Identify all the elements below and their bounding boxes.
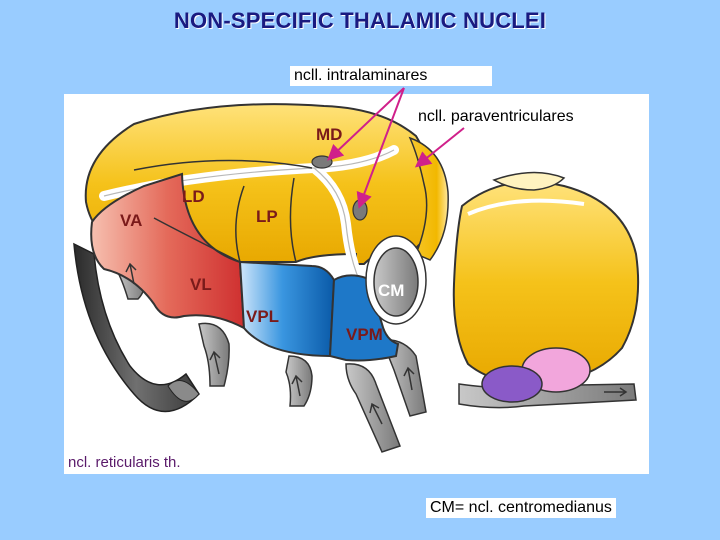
medial-geniculate-body <box>481 365 543 403</box>
fiber-stalk-vpm-left <box>345 363 401 453</box>
va-vl-boundary <box>153 217 241 263</box>
nucleus-label-lp: LP <box>256 207 278 226</box>
pulvinar-shape <box>452 180 640 386</box>
pulvinar-cap <box>492 171 566 191</box>
paraventricular-column <box>408 136 449 261</box>
thalamus-diagram-panel: MD LD VA LP VL VPL CM VPM <box>64 94 649 474</box>
fiber-arrow-4 <box>369 402 383 425</box>
page-title: NON-SPECIFIC THALAMIC NUCLEI <box>173 8 547 33</box>
nucleus-label-md: MD <box>316 125 342 144</box>
nucleus-label-ld: LD <box>182 187 205 206</box>
label-paraventriculares: ncll. paraventriculares <box>418 108 574 125</box>
fiber-arrow-1 <box>125 262 137 285</box>
nucleus-label-vl: VL <box>190 275 212 294</box>
nucleus-label-vpm: VPM <box>346 325 383 344</box>
label-centromedianus: CM= ncl. centromedianus <box>426 498 616 518</box>
nucleus-label-vpl: VPL <box>246 307 279 326</box>
intralaminar-nucleus-lower <box>352 199 368 221</box>
va-vl-region <box>90 172 246 330</box>
fiber-arrow-5 <box>403 366 415 391</box>
pulvinar-lamina <box>467 198 585 216</box>
md-lower-boundary <box>133 159 313 171</box>
vpm-region <box>328 274 400 362</box>
reticular-end-cap <box>167 380 200 402</box>
intralaminar-nucleus-upper <box>311 155 333 169</box>
ld-lp-divider <box>235 185 245 263</box>
fiber-arrow-2 <box>209 350 221 375</box>
nucleus-label-cm: CM <box>378 281 404 300</box>
fiber-arrow-3 <box>291 374 303 397</box>
thalamus-diagram: MD LD VA LP VL VPL CM VPM <box>73 103 640 453</box>
lp-divider <box>289 177 297 263</box>
nucleus-label-va: VA <box>120 211 142 230</box>
vpl-region <box>238 260 336 358</box>
cm-nucleus <box>373 247 419 317</box>
fiber-stalk-vpl <box>285 355 313 407</box>
label-reticularis: ncl. reticularis th. <box>68 454 181 471</box>
fiber-arrow-6 <box>604 387 628 397</box>
label-intralaminares: ncll. intralaminares <box>290 66 492 86</box>
